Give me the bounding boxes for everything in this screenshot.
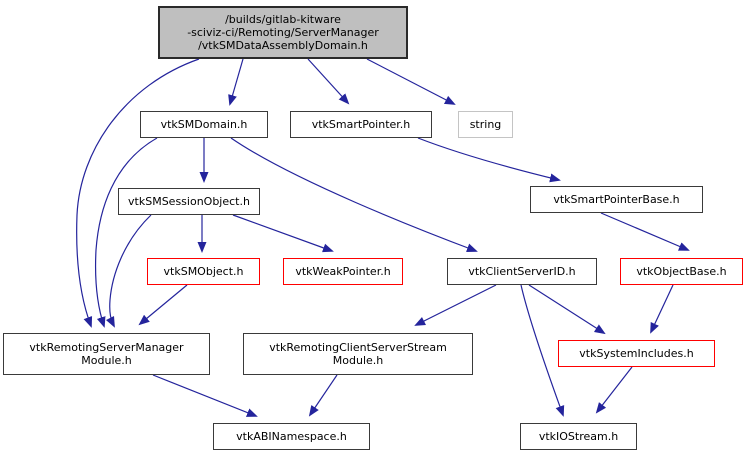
graph-node-vtkclientserverid[interactable]: vtkClientServerID.h [447, 258, 597, 285]
edge-vtkRemotingClientServerStreamModule-to-vtkABINamespace [308, 374, 338, 417]
graph-node-string: string [458, 111, 513, 138]
edge-vtkObjectBase-to-vtkSystemIncludes [650, 284, 674, 334]
node-label-line: -sciviz-ci/Remoting/ServerManager [187, 26, 379, 39]
edge-vtkSMObject-to-vtkRemotingServerManagerModule [138, 284, 188, 326]
node-label-line: vtkSmartPointerBase.h [553, 193, 680, 206]
node-label-line: vtkWeakPointer.h [295, 265, 391, 278]
edge-root-to-vtkSmartPointer [307, 58, 350, 105]
node-label-line: /vtkSMDataAssemblyDomain.h [198, 39, 368, 52]
node-label-line: vtkSMDomain.h [160, 118, 248, 131]
node-label-line: vtkABINamespace.h [236, 430, 347, 443]
node-label-line: vtkSMObject.h [163, 265, 244, 278]
edge-vtkSMSessionObject-to-vtkRemotingServerManagerModule [105, 214, 152, 328]
edge-root-to-vtkRemotingServerManagerModule [76, 58, 200, 328]
edge-vtkRemotingServerManagerModule-to-vtkABINamespace [152, 374, 258, 417]
node-label-line: vtkSMSessionObject.h [128, 195, 250, 208]
edge-vtkSystemIncludes-to-vtkIOStream [595, 366, 633, 414]
node-label-line: /builds/gitlab-kitware [225, 13, 341, 26]
node-label-line: vtkClientServerID.h [468, 265, 576, 278]
node-label-line: Module.h [81, 354, 132, 367]
edge-vtkSMSessionObject-to-vtkWeakPointer [232, 214, 334, 253]
edge-vtkSmartPointerBase-to-vtkObjectBase [600, 212, 690, 251]
graph-node-root: /builds/gitlab-kitware-sciviz-ci/Remotin… [158, 6, 408, 59]
edge-root-to-vtkSMDomain [228, 58, 244, 106]
graph-node-vtksmsessionobject[interactable]: vtkSMSessionObject.h [118, 188, 260, 215]
node-label-line: vtkRemotingClientServerStream [269, 341, 447, 354]
graph-node-vtkiostream[interactable]: vtkIOStream.h [520, 423, 637, 450]
graph-node-vtksmobject[interactable]: vtkSMObject.h [147, 258, 260, 285]
graph-node-vtksmartpointer[interactable]: vtkSmartPointer.h [290, 111, 432, 138]
graph-node-vtksystemincludes[interactable]: vtkSystemIncludes.h [558, 340, 715, 367]
edge-vtkSMDomain-to-vtkClientServerID [230, 137, 478, 253]
graph-node-vtksmdomain[interactable]: vtkSMDomain.h [140, 111, 268, 138]
edge-vtkSMDomain-to-vtkRemotingServerManagerModule [94, 137, 158, 328]
graph-node-vtkweakpointer[interactable]: vtkWeakPointer.h [283, 258, 403, 285]
graph-node-vtksmartpointerbase[interactable]: vtkSmartPointerBase.h [530, 186, 703, 213]
graph-node-vtkabinamespace[interactable]: vtkABINamespace.h [213, 423, 370, 450]
graph-node-vtkobjectbase[interactable]: vtkObjectBase.h [620, 258, 743, 285]
node-label-line: vtkIOStream.h [538, 430, 619, 443]
edge-vtkClientServerID-to-vtkSystemIncludes [528, 284, 606, 335]
node-label-line: vtkSystemIncludes.h [579, 347, 694, 360]
edge-vtkClientServerID-to-vtkIOStream [520, 284, 565, 417]
node-label-line: string [469, 118, 502, 131]
node-label-line: Module.h [332, 354, 384, 367]
edge-root-to-string [366, 58, 456, 105]
node-label-line: vtkRemotingServerManager [29, 341, 184, 354]
node-label-line: vtkSmartPointer.h [311, 118, 411, 131]
edge-vtkSmartPointer-to-vtkSmartPointerBase [417, 137, 561, 183]
edge-vtkClientServerID-to-vtkRemotingClientServerStreamModule [414, 284, 497, 326]
node-label-line: vtkObjectBase.h [636, 265, 727, 278]
